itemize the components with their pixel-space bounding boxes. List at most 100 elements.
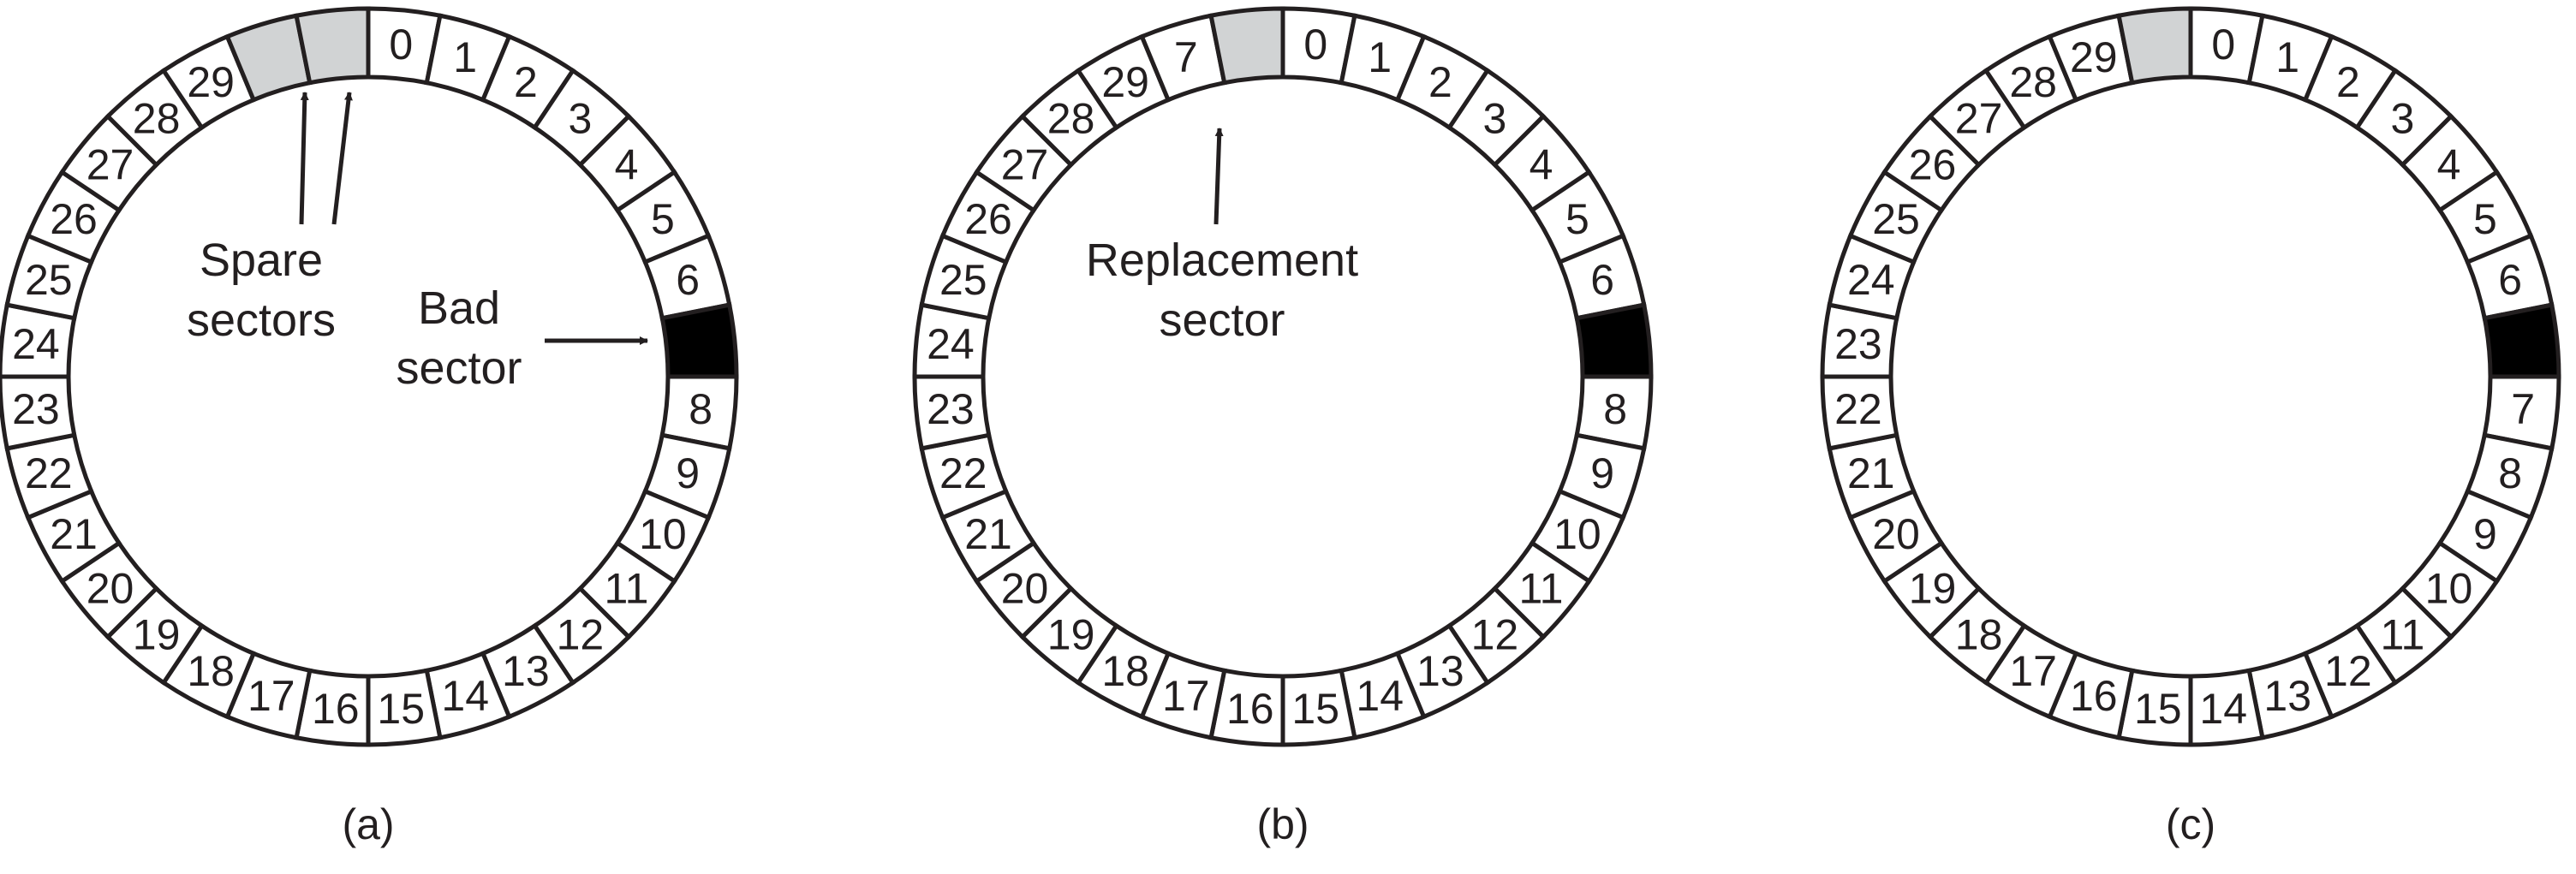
sector-label-a-4: 4 [615,141,639,189]
sector-label-c-20: 19 [1909,564,1957,612]
bad-sector-label-line1: Bad [418,282,500,334]
sector-label-a-1: 1 [453,33,477,81]
sector-label-b-24: 24 [927,320,975,368]
sector-label-c-10: 9 [2473,510,2497,558]
sector-label-b-1: 1 [1368,33,1392,81]
sector-label-a-11: 11 [605,564,649,612]
sector-label-c-18: 17 [2009,647,2057,695]
sector-label-a-6: 6 [676,256,700,304]
sector-label-b-3: 3 [1483,95,1507,143]
sector-label-b-12: 12 [1471,610,1519,658]
sector-label-a-14: 14 [441,672,489,720]
sector-label-b-11: 11 [1519,564,1564,612]
sector-label-c-5: 5 [2473,195,2497,243]
sector-label-b-20: 20 [1001,564,1049,612]
sector-label-a-26: 26 [50,195,98,243]
spare-sectors-label-line2: sectors [187,294,336,346]
sector-label-b-22: 22 [939,449,987,497]
sector-label-a-25: 25 [25,256,73,304]
sector-label-b-16: 16 [1226,685,1274,733]
sector-label-a-10: 10 [639,510,687,558]
sector-label-b-17: 17 [1162,672,1210,720]
sector-label-b-25: 25 [939,256,987,304]
sector-label-c-17: 16 [2070,672,2118,720]
sector-bad-b-7 [1574,302,1654,379]
replacement-sector-label-line1: Replacement [1086,235,1358,286]
sector-label-b-13: 13 [1416,647,1464,695]
sector-label-c-15: 14 [2199,685,2247,733]
sector-bad-a-7 [659,302,739,379]
sector-label-b-8: 8 [1603,385,1627,433]
replacement-sector-arrow [1213,128,1224,225]
sector-label-a-18: 18 [187,647,235,695]
sector-label-c-14: 13 [2263,672,2311,720]
sector-label-a-5: 5 [651,195,675,243]
sector-label-c-11: 10 [2425,564,2473,612]
sector-spare-b-31 [1208,6,1285,86]
sector-label-a-29: 29 [187,58,235,106]
sector-label-c-4: 4 [2437,141,2461,189]
sector-label-a-8: 8 [689,385,713,433]
sector-bad-c-7 [2482,302,2561,379]
sector-label-c-0: 0 [2211,21,2235,68]
sector-label-c-9: 8 [2498,449,2522,497]
sector-spare-a-31 [294,6,371,86]
sector-label-b-4: 4 [1530,141,1553,189]
sector-label-c-12: 11 [2380,610,2424,658]
sector-label-b-23: 23 [927,385,975,433]
sector-label-b-18: 18 [1101,647,1149,695]
sector-label-b-6: 6 [1590,256,1614,304]
sector-label-b-26: 26 [964,195,1012,243]
sector-label-c-29: 28 [2009,58,2057,106]
sector-label-a-22: 22 [25,449,73,497]
sector-label-b-21: 21 [964,510,1012,558]
spare-sector-arrow-2 [331,92,353,225]
sector-label-a-16: 16 [312,685,360,733]
sector-label-b-14: 14 [1356,672,1404,720]
sector-label-a-17: 17 [247,672,295,720]
sector-label-a-27: 27 [86,141,134,189]
sector-label-a-19: 19 [133,610,181,658]
sector-label-c-13: 12 [2324,647,2372,695]
caption-c: (c) [2166,800,2215,848]
caption-a: (a) [342,800,394,848]
sector-label-b-5: 5 [1565,195,1589,243]
sector-label-b-10: 10 [1553,510,1601,558]
sector-label-a-21: 21 [50,510,98,558]
sector-label-c-30: 29 [2070,33,2118,81]
sector-spare-c-31 [2116,6,2193,86]
spare-sector-arrow-1 [299,92,309,225]
spare-sectors-label-line1: Spare [200,235,323,286]
sector-label-c-16: 15 [2134,685,2182,733]
sector-label-c-26: 25 [1872,195,1920,243]
sector-label-c-22: 21 [1847,449,1895,497]
sector-label-a-3: 3 [569,95,593,143]
sector-label-c-25: 24 [1847,256,1895,304]
caption-b: (b) [1256,800,1309,848]
sector-label-c-24: 23 [1834,320,1882,368]
sector-label-b-27: 27 [1001,141,1049,189]
sector-label-c-2: 2 [2336,58,2360,106]
sector-label-b-2: 2 [1428,58,1452,106]
sector-label-c-23: 22 [1834,385,1882,433]
sector-label-b-28: 28 [1047,95,1095,143]
sector-label-c-19: 18 [1955,610,2003,658]
sector-label-c-6: 6 [2498,256,2522,304]
replacement-sector-label-line2: sector [1159,294,1285,346]
sector-label-b-0: 0 [1303,21,1327,68]
sector-label-a-28: 28 [133,95,181,143]
sector-label-b-30: 7 [1174,33,1198,81]
sector-label-b-15: 15 [1291,685,1339,733]
sector-label-a-2: 2 [514,58,538,106]
sector-label-a-13: 13 [502,647,550,695]
sector-label-a-0: 0 [389,21,413,68]
sector-label-c-8: 7 [2511,385,2535,433]
sector-label-a-23: 23 [12,385,60,433]
sector-label-a-20: 20 [86,564,134,612]
sector-label-b-19: 19 [1047,610,1095,658]
